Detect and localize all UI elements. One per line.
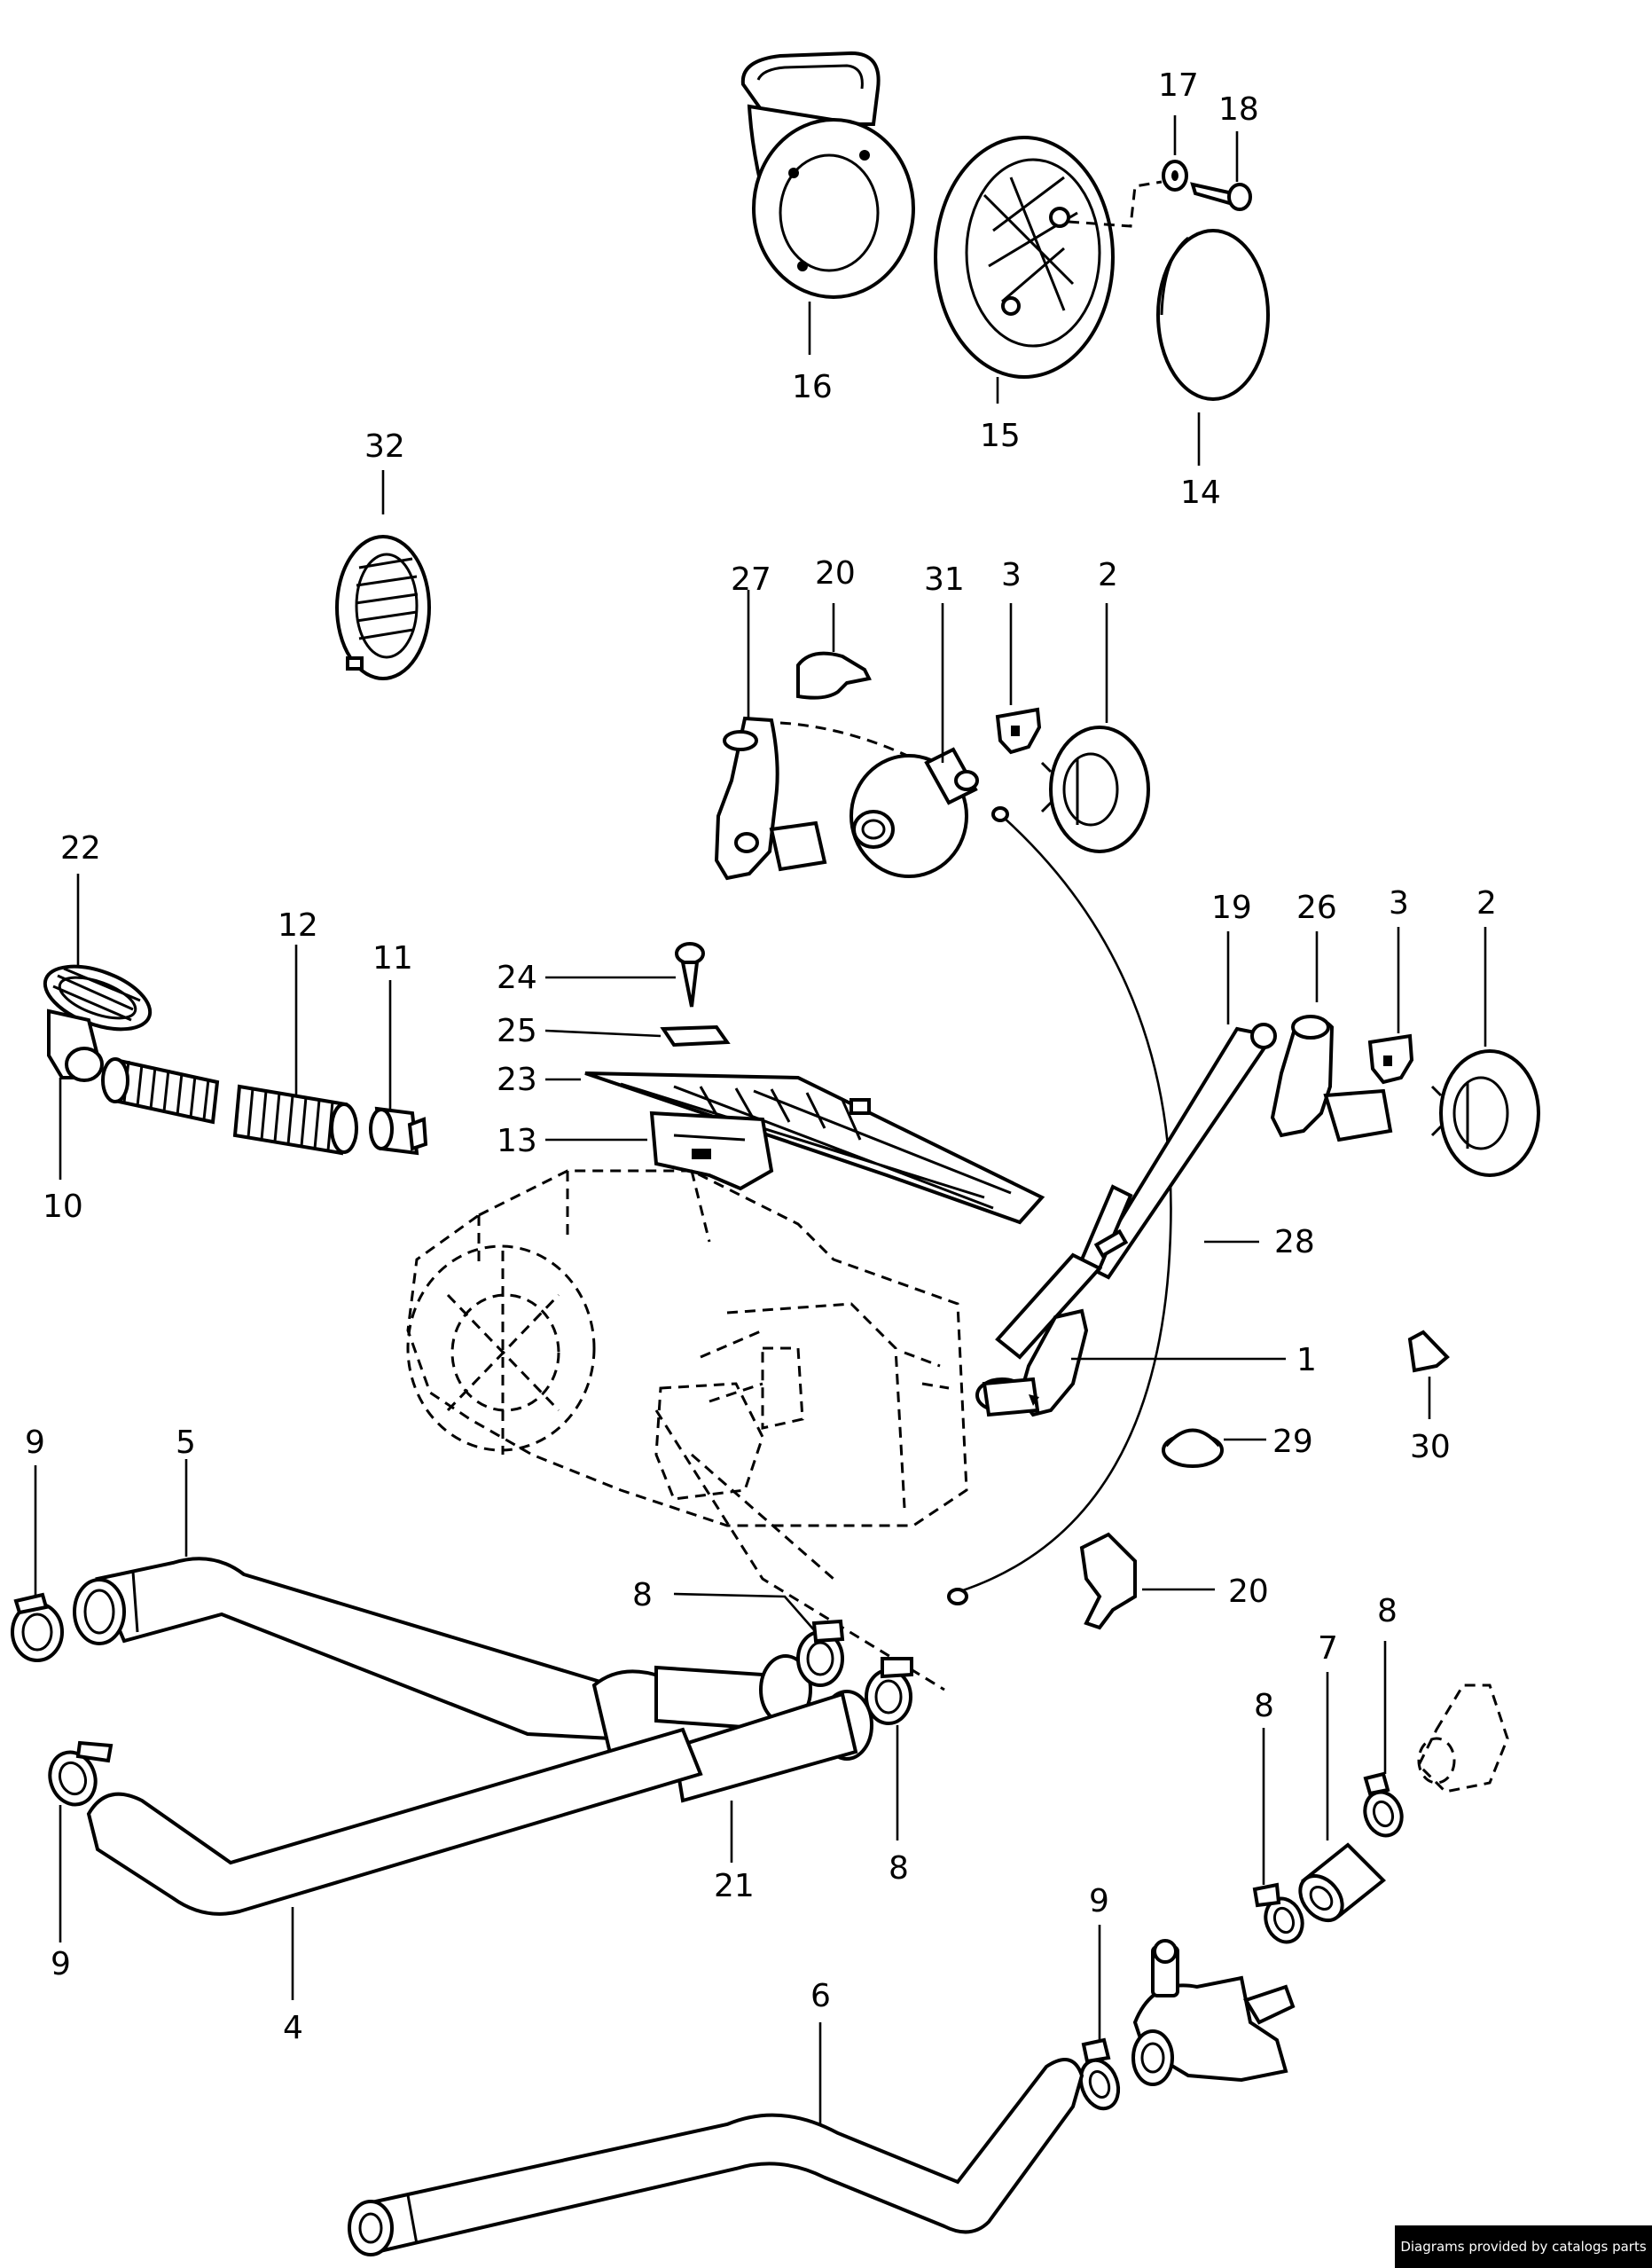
label-31: 31 <box>924 561 965 598</box>
label-19: 19 <box>1211 890 1252 926</box>
label-4: 4 <box>283 2010 303 2046</box>
part-1-control-lever <box>975 1308 1089 1417</box>
part-18-screw <box>1190 182 1252 211</box>
dashed-assembly-line-15-17 <box>1068 180 1163 228</box>
part-2-knob-lower <box>1430 1049 1540 1177</box>
part-8-hose-clamp-right-upper <box>1363 1771 1404 1838</box>
label-29: 29 <box>1272 1424 1313 1460</box>
part-13-air-nozzle <box>649 1110 774 1191</box>
part-2-knob-upper <box>1040 726 1150 853</box>
label-22: 22 <box>60 830 101 867</box>
label-6: 6 <box>810 1978 831 2014</box>
part-8-hose-clamp-center-a <box>796 1619 845 1687</box>
label-11: 11 <box>372 940 413 977</box>
label-30: 30 <box>1410 1429 1451 1465</box>
heater-valve-assembly <box>1131 1939 1296 2086</box>
cable-end-upper <box>991 806 1009 822</box>
part-30-grommet <box>1407 1330 1450 1373</box>
cable-end-lower <box>947 1588 968 1605</box>
part-16-air-duct-elbow <box>740 51 915 299</box>
part-5-heater-pipe <box>73 1557 614 1741</box>
label-20-upper: 20 <box>815 555 856 592</box>
label-12: 12 <box>278 907 318 944</box>
label-3-upper: 3 <box>1001 557 1022 593</box>
label-17: 17 <box>1158 67 1199 104</box>
part-14-cover-disc <box>1156 229 1270 401</box>
part-11-sleeve <box>369 1106 428 1156</box>
part-20-clip-upper <box>796 651 872 700</box>
label-23: 23 <box>497 1062 537 1098</box>
label-25: 25 <box>497 1013 537 1049</box>
label-21: 21 <box>714 1868 755 1904</box>
part-29-grommet <box>1162 1428 1224 1468</box>
part-20-clip-lower <box>1079 1532 1137 1630</box>
part-32-round-air-vent <box>335 535 431 680</box>
label-18: 18 <box>1218 91 1259 128</box>
part-12-flexible-hose <box>101 1057 358 1156</box>
label-5: 5 <box>176 1424 196 1461</box>
label-8-center-a: 8 <box>632 1577 653 1613</box>
leader-8-center-a <box>673 1592 817 1633</box>
part-19-control-rod <box>995 1023 1277 1360</box>
part-9-hose-clamp-upper-left <box>11 1592 64 1662</box>
label-14: 14 <box>1180 475 1221 511</box>
part-9-hose-clamp-lower-right <box>1078 2037 1121 2111</box>
label-15: 15 <box>980 418 1021 454</box>
leader-25 <box>544 1029 662 1038</box>
part-28-control-cable <box>957 815 1172 1594</box>
part-25-clip-nut <box>660 1024 731 1048</box>
part-26-control-lever <box>1270 1015 1393 1142</box>
label-28: 28 <box>1274 1224 1315 1260</box>
label-2-upper: 2 <box>1098 557 1118 593</box>
label-26: 26 <box>1296 890 1337 926</box>
label-10: 10 <box>43 1189 83 1225</box>
label-20-lower: 20 <box>1228 1573 1269 1610</box>
part-4-heater-pipe <box>86 1727 703 1916</box>
label-2-lower: 2 <box>1476 885 1497 922</box>
part-9-hose-clamp-lower-left <box>48 1740 114 1807</box>
part-3-retainer-upper <box>995 707 1042 755</box>
label-13: 13 <box>497 1123 537 1159</box>
part-7-short-hose <box>1298 1842 1386 1923</box>
label-3-lower: 3 <box>1389 885 1409 922</box>
credit-banner: Diagrams provided by catalogs parts <box>1395 2225 1652 2268</box>
part-31-knob-housing <box>849 747 979 878</box>
part-15-vent-grille-housing <box>934 136 1115 379</box>
label-27: 27 <box>731 561 771 598</box>
part-27-control-lever <box>714 716 827 881</box>
label-32: 32 <box>364 428 405 465</box>
label-9-lower-right: 9 <box>1089 1883 1109 1919</box>
part-6-heater-pipe <box>348 2058 1084 2256</box>
label-9-upper-left: 9 <box>25 1424 45 1461</box>
part-3-retainer-lower <box>1367 1033 1414 1085</box>
label-8-right-lower: 8 <box>1254 1688 1274 1724</box>
part-8-hose-clamp-center-b <box>865 1657 913 1725</box>
heater-valve-outline-dashed <box>1417 1683 1509 1793</box>
part-17-washer <box>1162 160 1188 192</box>
part-24-screw <box>675 942 705 1008</box>
label-9-lower-left: 9 <box>51 1946 71 1982</box>
label-8-right-upper: 8 <box>1377 1593 1398 1629</box>
part-10-elbow-connector <box>47 1008 104 1082</box>
heater-box-assembly-dashed <box>406 1169 968 1691</box>
part-8-hose-clamp-right-lower <box>1252 1882 1304 1944</box>
label-7: 7 <box>1318 1630 1338 1667</box>
label-1: 1 <box>1296 1342 1317 1378</box>
label-16: 16 <box>792 369 833 405</box>
label-24: 24 <box>497 960 537 996</box>
part-23-defroster-vent <box>584 1071 1045 1225</box>
label-8-center-b: 8 <box>889 1850 909 1887</box>
